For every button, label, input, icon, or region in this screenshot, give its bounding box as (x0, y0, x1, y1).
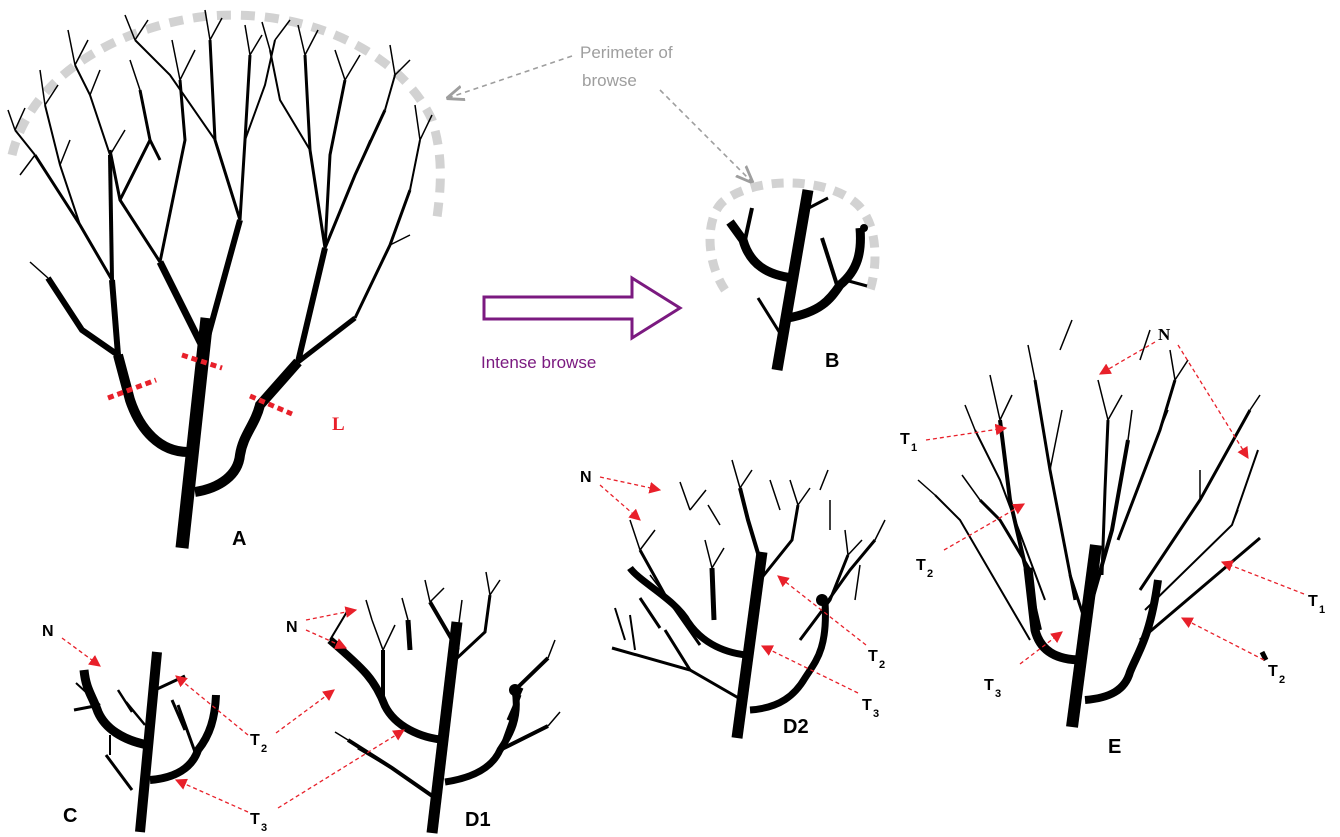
tree-d2 (611, 459, 886, 739)
t2-label-d2: T 2 (868, 648, 885, 671)
intense-browse-label: Intense browse (481, 353, 596, 372)
t2-sub-e-left: 2 (927, 568, 933, 580)
n-arrow-d1-b (305, 629, 348, 650)
cut-lines (107, 352, 293, 417)
t2-letter-d2: T (868, 648, 878, 665)
t3-label-d2: T 3 (862, 697, 879, 720)
t2-label-e-left: T 2 (916, 557, 933, 580)
stump-e (1259, 650, 1269, 662)
t3-arrow-d1 (277, 729, 405, 809)
t3-label-e-left: T 3 (984, 677, 1001, 700)
tree-c (73, 651, 220, 833)
t1-sub-e-left: 1 (911, 442, 917, 454)
tree-d1 (327, 571, 561, 834)
perimeter-label-line1: Perimeter of (580, 43, 673, 62)
t2-arrow-e-right (1180, 617, 1265, 661)
t1-sub-e-right: 1 (1319, 604, 1325, 616)
n-arrow-d1-a (305, 606, 358, 621)
t2-letter-e-right: T (1268, 663, 1278, 680)
cut-label: L (332, 414, 345, 435)
t3-letter-d2: T (862, 697, 872, 714)
t2-arrow-c (175, 675, 249, 736)
t3-label-cd1: T 3 (250, 811, 267, 834)
perimeter-a (7, 10, 445, 226)
t2-arrow-d1 (275, 689, 335, 734)
t2-label-e-right: T 2 (1268, 663, 1285, 686)
tree-d1-label: D1 (465, 809, 491, 831)
t3-sub-e-left: 3 (995, 688, 1001, 700)
n-arrow-d2-a (599, 476, 662, 494)
perimeter-arrow-a (448, 55, 573, 98)
tree-d2-label: D2 (783, 716, 809, 738)
t1-label-e-left: T 1 (900, 431, 917, 454)
t2-sub-d2: 2 (879, 659, 885, 671)
perimeter-arrow-b (659, 89, 752, 182)
n-label-c: N (42, 623, 54, 640)
t2-sub-e-right: 2 (1279, 674, 1285, 686)
t2-arrow-d2 (777, 575, 867, 646)
n-label-d1: N (286, 619, 298, 636)
intense-browse-arrow (482, 275, 683, 341)
t1-letter-e-right: T (1308, 593, 1318, 610)
perimeter-label-line2: browse (582, 71, 637, 90)
t2-label-cd1: T 2 (250, 732, 267, 755)
t2-arrow-e-left (943, 503, 1026, 551)
t1-arrow-e-left (925, 423, 1008, 441)
tree-c-label: C (63, 805, 77, 827)
t1-arrow-e-right (1220, 560, 1305, 595)
n-arrow-c (61, 637, 101, 667)
perimeter-b (705, 178, 880, 293)
tree-b (705, 178, 880, 371)
tree-e-label: E (1108, 736, 1121, 758)
n-arrow-e-a (1098, 341, 1156, 375)
t3-sub-d2: 3 (873, 708, 879, 720)
n-label-e: N (1158, 325, 1171, 344)
t2-letter: T (250, 732, 260, 749)
t1-label-e-right: T 1 (1308, 593, 1325, 616)
tree-a-label: A (232, 528, 246, 550)
tree-a (7, 9, 445, 549)
tree-b-label: B (825, 350, 839, 372)
tree-e (917, 319, 1269, 728)
t3-sub: 3 (261, 822, 267, 834)
t1-letter-e-left: T (900, 431, 910, 448)
t2-letter-e-left: T (916, 557, 926, 574)
n-arrow-d2-b (599, 484, 641, 521)
t3-arrow-c (174, 778, 249, 813)
t2-sub: 2 (261, 743, 267, 755)
n-arrow-e-b (1177, 344, 1249, 459)
t3-arrow-d2 (760, 645, 859, 694)
t3-arrow-e-left (1019, 631, 1063, 665)
n-label-d2: N (580, 469, 592, 486)
t3-letter-e-left: T (984, 677, 994, 694)
t3-letter: T (250, 811, 260, 828)
